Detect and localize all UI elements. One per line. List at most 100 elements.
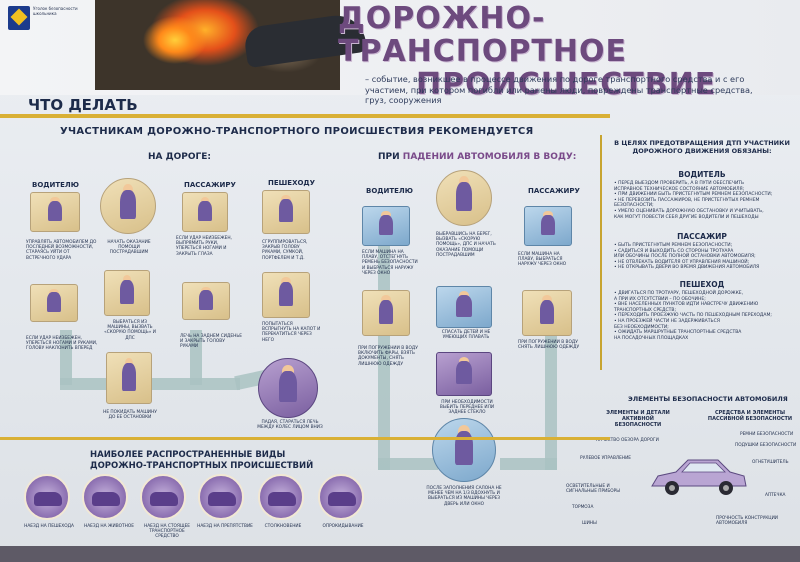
type-caption: НАЕЗД НА ПРЕПЯТСТВИЕ: [197, 524, 253, 529]
burning-car-photo: [95, 0, 368, 90]
water-passenger-label: ПАССАЖИРУ: [528, 187, 580, 195]
part-seatbelts: РЕМНИ БЕЗОПАСНОСТИ: [740, 432, 794, 437]
caption-water-2: ВЫБРАВШИСЬ НА БЕРЕГ, ВЫЗВАТЬ «СКОРУЮ ПОМ…: [436, 232, 496, 258]
definition-text: – событие, возникшее в процессе движения…: [365, 74, 753, 105]
parked-vehicle-collision-illustration: [140, 474, 186, 520]
car-safety-title: ЭЛЕМЕНТЫ БЕЗОПАСНОСТИ АВТОМОБИЛЯ: [628, 395, 788, 403]
driver-duties-list: • ПЕРЕД ВЫЕЗДОМ ПРОВЕРИТЬ, А В ПУТИ ОБЕС…: [614, 181, 772, 220]
passenger-duties-list: • БЫТЬ ПРИСТЕГНУТЫМ РЕМНЕМ БЕЗОПАСНОСТИ;…: [614, 243, 759, 271]
type-caption: СТОЛКНОВЕНИЕ: [264, 524, 302, 529]
list-item: • ОЖИДАТЬ МАРШРУТНЫЕ ТРАНСПОРТНЫЕ СРЕДСТ…: [614, 330, 742, 336]
passive-safety-heading: СРЕДСТВА И ЭЛЕМЕНТЫ ПАССИВНОЙ БЕЗОПАСНОС…: [707, 410, 793, 422]
stay-in-car-illustration: [106, 352, 152, 404]
caption-water-1: ЕСЛИ МАШИНА НА ПЛАВУ, ОТСТЕГНУТЬ РЕМЕНЬ …: [362, 250, 418, 276]
caption-road-2: НАЧАТЬ ОКАЗАНИЕ ПОМОЩИ ПОСТРАДАВШИМ: [107, 240, 151, 256]
road-pedestrian-label: ПЕШЕХОДУ: [268, 179, 316, 187]
part-tires: ШИНЫ: [582, 521, 597, 526]
list-item: ТРАНСПОРТНЫХ СРЕДСТВ;: [614, 307, 677, 313]
active-safety-heading: ЭЛЕМЕНТЫ И ДЕТАЛИ АКТИВНОЙ БЕЗОПАСНОСТИ: [606, 410, 670, 428]
caption-water-6: ПРИ ПОГРУЖЕНИИ В ВОДУ СНЯТЬ ЛИШНЮЮ ОДЕЖД…: [518, 340, 580, 351]
caption-road-4: СГРУППИРОВАТЬСЯ, ЗАКРЫВ ГОЛОВУ РУКАМИ, С…: [262, 240, 308, 261]
list-item: • НА ПРОЕЗЖЕЙ ЧАСТИ НЕ ЗАДЕРЖИВАТЬСЯ: [614, 318, 720, 324]
recommend-heading: УЧАСТНИКАМ ДОРОЖНО-ТРАНСПОРТНОГО ПРОИСШЕ…: [60, 126, 534, 137]
caption-road-1: УПРАВЛЯТЬ АВТОМОБИЛЕМ ДО ПОСЛЕДНЕЙ ВОЗМО…: [26, 240, 97, 261]
logo-caption: Уголок безопасности школьника: [33, 6, 78, 16]
caption-water-8: ПОСЛЕ ЗАПОЛНЕНИЯ САЛОНА НЕ МЕНЕЕ ЧЕМ НА …: [426, 486, 502, 507]
list-item: НА ПОСАДОЧНЫХ ПЛОЩАДКАХ: [614, 335, 689, 341]
pedestrian-collision-illustration: [24, 474, 70, 520]
obstacle-collision-illustration: [198, 474, 244, 520]
list-item: • САДИТЬСЯ И ВЫХОДИТЬ СО СТОРОНЫ ТРОТУАР…: [614, 248, 734, 254]
lie-between-wheels-illustration: [258, 358, 318, 418]
break-glass-illustration: [436, 352, 492, 396]
exit-submerged-car-illustration: [432, 418, 496, 482]
road-driver-label: ВОДИТЕЛЮ: [32, 181, 79, 189]
flow-arrow: [500, 458, 557, 470]
water-title-highlight: ПАДЕНИИ АВТОМОБИЛЯ В ВОДУ:: [402, 152, 577, 162]
footer-band: [0, 546, 800, 562]
list-item: • НЕ ПЕРЕВОЗИТЬ ПАССАЖИРОВ, НЕ ПРИСТЕГНУ…: [614, 197, 760, 203]
caption-road-10: ПАДАЯ, СТАРАТЬСЯ ЛЕЧЬ МЕЖДУ КОЛЕС ЛИЦОМ …: [257, 420, 323, 431]
list-item: БЕЗОПАСНОСТИ;: [614, 203, 654, 209]
prevention-title: В ЦЕЛЯХ ПРЕДОТВРАЩЕНИЯ ДТП УЧАСТНИКИ ДОР…: [614, 139, 790, 155]
flow-arrow: [378, 458, 438, 470]
list-item: • УМЕЛО ОЦЕНИВАТЬ ДОРОЖНУЮ ОБСТАНОВКУ И …: [614, 208, 764, 214]
list-item: ИЛИ ОБОЧИНЫ ПОСЛЕ ПОЛНОЙ ОСТАНОВКИ АВТОМ…: [614, 254, 756, 260]
caption-water-4: СПАСАТЬ ДЕТЕЙ И НЕ УМЕЮЩИХ ПЛАВАТЬ: [441, 330, 491, 341]
type-caption: НАЕЗД НА СТОЯЩЕЕ ТРАНСПОРТНОЕ СРЕДСТВО: [143, 524, 191, 540]
part-steering: РУЛЕВОЕ УПРАВЛЕНИЕ: [580, 456, 632, 461]
flow-arrow: [60, 330, 72, 385]
list-item: • БЫТЬ ПРИСТЕГНУТЫМ РЕМНЕМ БЕЗОПАСНОСТИ;: [614, 243, 733, 248]
collision-illustration: [258, 474, 304, 520]
caption-road-6: ВЫБРАТЬСЯ ИЗ МАШИНЫ, ВЫЗВАТЬ «СКОРУЮ ПОМ…: [104, 320, 156, 341]
pedestrian-duties-list: • ДВИГАТЬСЯ ПО ТРОТУАРУ, ПЕШЕХОДНОЙ ДОРО…: [614, 291, 772, 341]
unbuckle-illustration: [362, 206, 410, 246]
flow-arrow: [545, 330, 557, 470]
list-item: • ПРИ ДВИЖЕНИИ БЫТЬ ПРИСТЕГНУТЫМ РЕМНЕМ …: [614, 192, 773, 198]
water-driver-label: ВОДИТЕЛЮ: [366, 187, 413, 195]
road-section-title: НА ДОРОГЕ:: [148, 152, 212, 162]
caption-road-3: ЕСЛИ УДАР НЕИЗБЕЖЕН, ВЫПРЯМИТЬ РУКИ, УПЕ…: [176, 236, 232, 257]
types-title: НАИБОЛЕЕ РАСПРОСТРАНЕННЫЕ ВИДЫ ДОРОЖНО-Т…: [90, 450, 314, 471]
water-title-prefix: ПРИ: [378, 152, 403, 162]
emergency-emblem-icon: [8, 6, 30, 30]
heading-divider: [0, 114, 610, 118]
caption-water-3: ЕСЛИ МАШИНА НА ПЛАВУ, ВЫБРАТЬСЯ НАРУЖУ Ч…: [518, 252, 567, 268]
call-ambulance-illustration: [104, 270, 150, 316]
passenger-window-illustration: [524, 206, 572, 246]
title-line-2: ПРОИСШЕСТВИЕ: [416, 67, 717, 102]
caption-road-8: ПОПЫТАТЬСЯ ВСПРЫГНУТЬ НА КАПОТ И ПЕРЕКАТ…: [262, 322, 321, 343]
pedestrian-duties-heading: ПЕШЕХОД: [679, 280, 725, 289]
part-lights: ОСВЕТИТЕЛЬНЫЕ И СИГНАЛЬНЫЕ ПРИБОРЫ: [566, 484, 621, 494]
list-item: • ПЕРЕД ВЫЕЗДОМ ПРОВЕРИТЬ, А В ПУТИ ОБЕС…: [614, 181, 745, 186]
part-airbags: ПОДУШКИ БЕЗОПАСНОСТИ: [735, 443, 797, 448]
right-panel-divider: [600, 135, 602, 370]
rescue-children-illustration: [436, 286, 492, 328]
type-caption: НАЕЗД НА ПЕШЕХОДА: [24, 524, 74, 529]
lie-back-seat-illustration: [182, 282, 230, 320]
pedestrian-group-illustration: [262, 190, 310, 234]
caption-road-5: ЕСЛИ УДАР НЕИЗБЕЖЕН, УПЕРЕТЬСЯ НОГАМИ И …: [26, 336, 98, 352]
jump-on-hood-illustration: [262, 272, 310, 318]
driver-duties-heading: ВОДИТЕЛЬ: [678, 170, 726, 179]
call-from-shore-illustration: [436, 170, 492, 226]
headlights-documents-illustration: [362, 290, 410, 336]
water-section-title: ПРИ ПАДЕНИИ АВТОМОБИЛЯ В ВОДУ:: [378, 152, 576, 162]
first-aid-illustration: [100, 178, 156, 234]
car-diagram-icon: [651, 459, 747, 495]
list-item: • ВНЕ НАСЕЛЕННЫХ ПУНКТОВ ИДТИ НАВСТРЕЧУ …: [614, 302, 759, 308]
list-item: БЕЗ НЕОБХОДИМОСТИ;: [614, 324, 669, 330]
caption-road-9: НЕ ПОКИДАТЬ МАШИНУ ДО ЕЕ ОСТАНОВКИ: [103, 410, 157, 421]
part-extinguisher: ОГНЕТУШИТЕЛЬ: [752, 460, 789, 465]
title-line-1: ДОРОЖНО-ТРАНСПОРТНОЕ: [338, 1, 627, 69]
list-item: КАК МОГУТ ПОВЕСТИ СЕБЯ ДРУГИЕ ВОДИТЕЛИ И…: [614, 214, 759, 220]
remove-clothes-illustration: [522, 290, 572, 336]
part-visibility: КАЧЕСТВО ОБЗОРА ДОРОГИ: [596, 438, 659, 443]
passenger-brace-illustration: [182, 192, 228, 232]
part-first-aid: АПТЕЧКА: [765, 493, 786, 498]
passenger-duties-heading: ПАССАЖИР: [677, 232, 727, 241]
caption-road-7: ЛЕЧЬ НА ЗАДНЕМ СИДЕНЬЕ И ЗАКРЫТЬ ГОЛОВУ …: [180, 334, 242, 350]
list-item: • ДВИГАТЬСЯ ПО ТРОТУАРУ, ПЕШЕХОДНОЙ ДОРО…: [614, 291, 744, 296]
part-brakes: ТОРМОЗА: [572, 505, 594, 510]
